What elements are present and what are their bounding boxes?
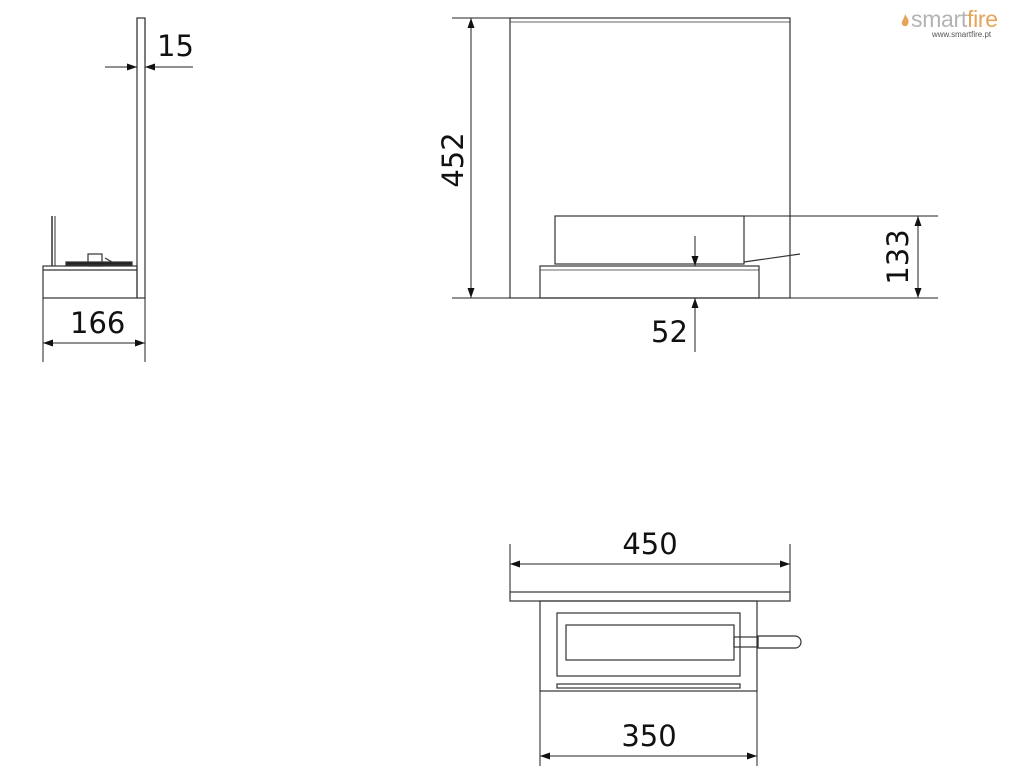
side-back-panel [136, 17, 146, 299]
dim-label-52: 52 [651, 315, 688, 349]
top-burner-slot [565, 624, 735, 661]
dim-label-350: 350 [621, 719, 676, 753]
top-lever-knob [757, 635, 802, 649]
top-glass-pane [556, 683, 741, 689]
dim-label-15: 15 [157, 29, 194, 63]
front-back-panel [509, 17, 791, 299]
top-back-panel [509, 591, 791, 602]
smartfire-logo: smartfire www.smartfire.pt [900, 6, 1020, 39]
top-dimensions [509, 544, 791, 766]
side-dimensions [42, 18, 193, 362]
side-burner-top [65, 261, 133, 266]
front-base [539, 265, 760, 299]
dim-label-452: 452 [436, 132, 470, 187]
dim-label-133: 133 [881, 229, 915, 284]
top-view [509, 591, 802, 692]
dim-label-450: 450 [622, 527, 677, 561]
top-burner-outer [556, 612, 741, 677]
side-view [42, 17, 146, 299]
front-view [509, 17, 801, 299]
flame-icon [901, 14, 909, 27]
front-lever [743, 253, 801, 263]
brand-name-smart: smart [911, 6, 968, 32]
dim-label-166: 166 [70, 306, 125, 340]
brand-name-fire: fire [967, 6, 998, 32]
side-burner-cap [87, 253, 103, 267]
front-dimensions [452, 17, 938, 352]
brand-website: www.smartfire.pt [932, 30, 992, 39]
top-lever-stem [733, 636, 759, 648]
top-base [539, 600, 758, 692]
side-base-body [42, 265, 138, 299]
front-burner-glass [554, 215, 745, 265]
